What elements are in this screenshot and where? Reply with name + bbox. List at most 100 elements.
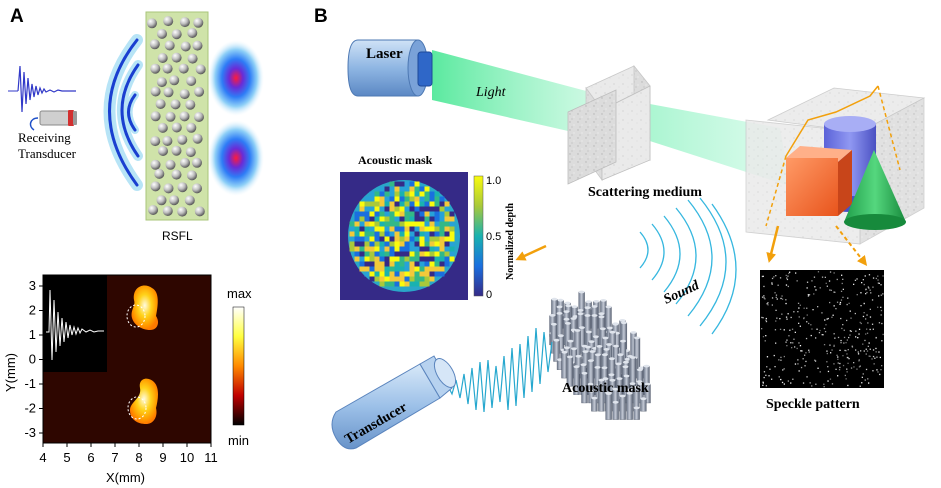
speckle-dot [787, 275, 789, 277]
speckle-dot [799, 304, 801, 306]
mask-rod [561, 352, 568, 379]
speckle-dot [848, 302, 850, 304]
speckle-dot [865, 348, 867, 350]
mask-rod-top [603, 348, 610, 351]
speckle-pattern-image [760, 270, 884, 388]
mask-pixel [369, 206, 375, 212]
mask-pixel [389, 271, 395, 277]
mask-pixel [384, 221, 390, 227]
speckle-dot [872, 370, 874, 372]
panel-b-label: B [314, 6, 328, 27]
rsfl-bead [158, 146, 168, 156]
mask-rod-top [605, 392, 612, 395]
mask-rod-top [556, 312, 563, 315]
mask-rod-top [617, 353, 624, 357]
mask-rod-top [612, 322, 619, 326]
speckle-dot [790, 316, 792, 319]
mask-pixel [434, 236, 440, 242]
mask-pixel [419, 201, 425, 207]
speckle-dot [769, 368, 771, 370]
mask-pixel [374, 276, 380, 282]
speckle-dot [826, 318, 828, 320]
hot-colorbar [232, 306, 245, 426]
mask-pixel [414, 181, 420, 187]
speckle-dot [860, 322, 862, 325]
mask-pixel [419, 251, 425, 257]
mask-pixel [394, 281, 400, 287]
mask-pixel [414, 231, 420, 237]
normalized-depth-colorbar [473, 175, 484, 297]
speckle-dot [783, 355, 785, 358]
mask-pixel [404, 256, 410, 262]
mask-rod-top [593, 300, 600, 303]
mask-pixel [369, 226, 375, 232]
speckle-dot [786, 345, 788, 347]
mask-pixel [434, 246, 440, 252]
mask-pixel [369, 261, 375, 267]
speckle-dot [859, 385, 861, 387]
speckle-dot [823, 386, 825, 388]
colorbar-max-label: max [227, 286, 252, 301]
speckle-dot [836, 301, 839, 303]
mask-pixel [354, 216, 360, 222]
speckle-dot [863, 283, 865, 286]
mask-pixel [424, 281, 430, 287]
mask-rod-top [591, 314, 598, 317]
rsfl-bead [180, 157, 190, 168]
mask-pixel [379, 191, 385, 197]
speckle-dot [878, 351, 880, 353]
speckle-dot [806, 307, 808, 309]
speckle-dot [805, 337, 808, 340]
speckle-dot [815, 337, 817, 339]
speckle-dot [785, 302, 787, 305]
speckle-dot [762, 382, 764, 384]
mask-pixel [384, 241, 390, 247]
speckle-dot [861, 282, 863, 284]
acoustic-wavefronts-icon [103, 34, 143, 191]
speckle-dot [783, 368, 785, 370]
mask-pixel [379, 241, 385, 247]
speckle-dot [822, 334, 824, 336]
rsfl-bead [150, 63, 161, 74]
mask-pixel [359, 246, 365, 252]
sound-waves-icon [639, 197, 737, 335]
speckle-dot [782, 369, 784, 371]
speckle-dot [776, 317, 778, 319]
speckle-dot [866, 332, 869, 334]
speckle-dot [871, 358, 873, 360]
speckle-dot [823, 344, 826, 346]
speckle-dot [821, 276, 824, 278]
mask-pixel [404, 281, 410, 287]
mask-pixel [409, 266, 415, 272]
speckle-dot [846, 371, 848, 373]
mask-pixel [359, 231, 365, 237]
mask-pixel [374, 226, 380, 232]
speckle-dot [810, 324, 812, 326]
mask-rod [640, 398, 647, 412]
mask-pixel [414, 201, 420, 207]
mask-pixel [369, 251, 375, 257]
speckle-dot [766, 366, 768, 368]
scattering-medium [567, 64, 651, 185]
mask-rod-top [573, 365, 580, 369]
mask-pixel [409, 206, 415, 212]
speckle-dot [853, 366, 855, 368]
light-beam [432, 50, 590, 136]
speckle-dot [843, 342, 845, 344]
mask-pixel [374, 201, 380, 207]
colorbar-min-label: min [228, 433, 249, 448]
mask-pixel [354, 251, 360, 257]
rsfl-bead [156, 195, 167, 206]
speckle-dot [858, 328, 861, 330]
mask-pixel [379, 271, 385, 277]
mask-pixel [384, 226, 390, 232]
mask-rod-top [634, 336, 640, 340]
speckle-dot [865, 368, 868, 371]
speckle-dot [785, 299, 787, 301]
speckle-dot [833, 344, 835, 346]
mask-pixel [359, 256, 365, 262]
speckle-dot [855, 330, 857, 332]
mask-pixel [389, 261, 395, 267]
speckle-dot [840, 317, 842, 320]
mask-pixel [369, 191, 375, 197]
